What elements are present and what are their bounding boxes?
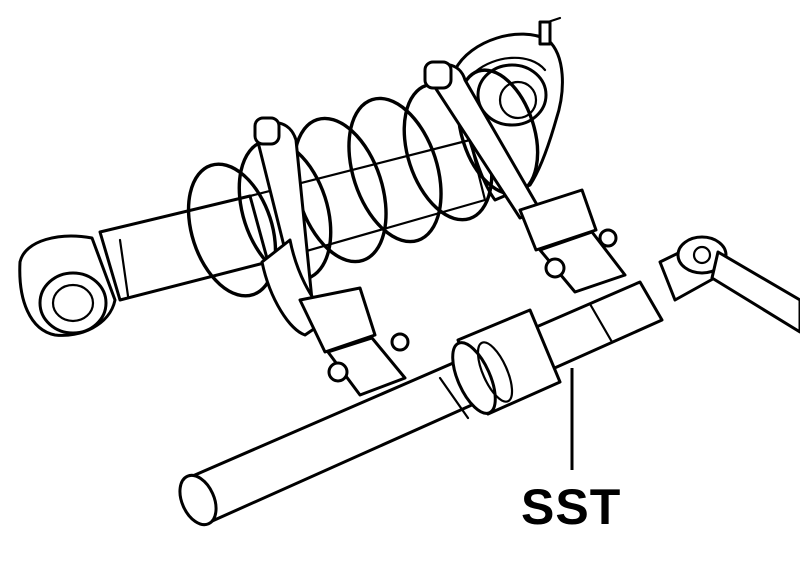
sst-tool-collar — [451, 308, 562, 416]
sst-callout-label: SST — [521, 479, 622, 535]
lower-eye-mount — [18, 234, 117, 337]
left-compressor-hook — [253, 116, 410, 397]
ratchet-wrench — [658, 235, 800, 334]
right-compressor-hook — [423, 60, 627, 294]
